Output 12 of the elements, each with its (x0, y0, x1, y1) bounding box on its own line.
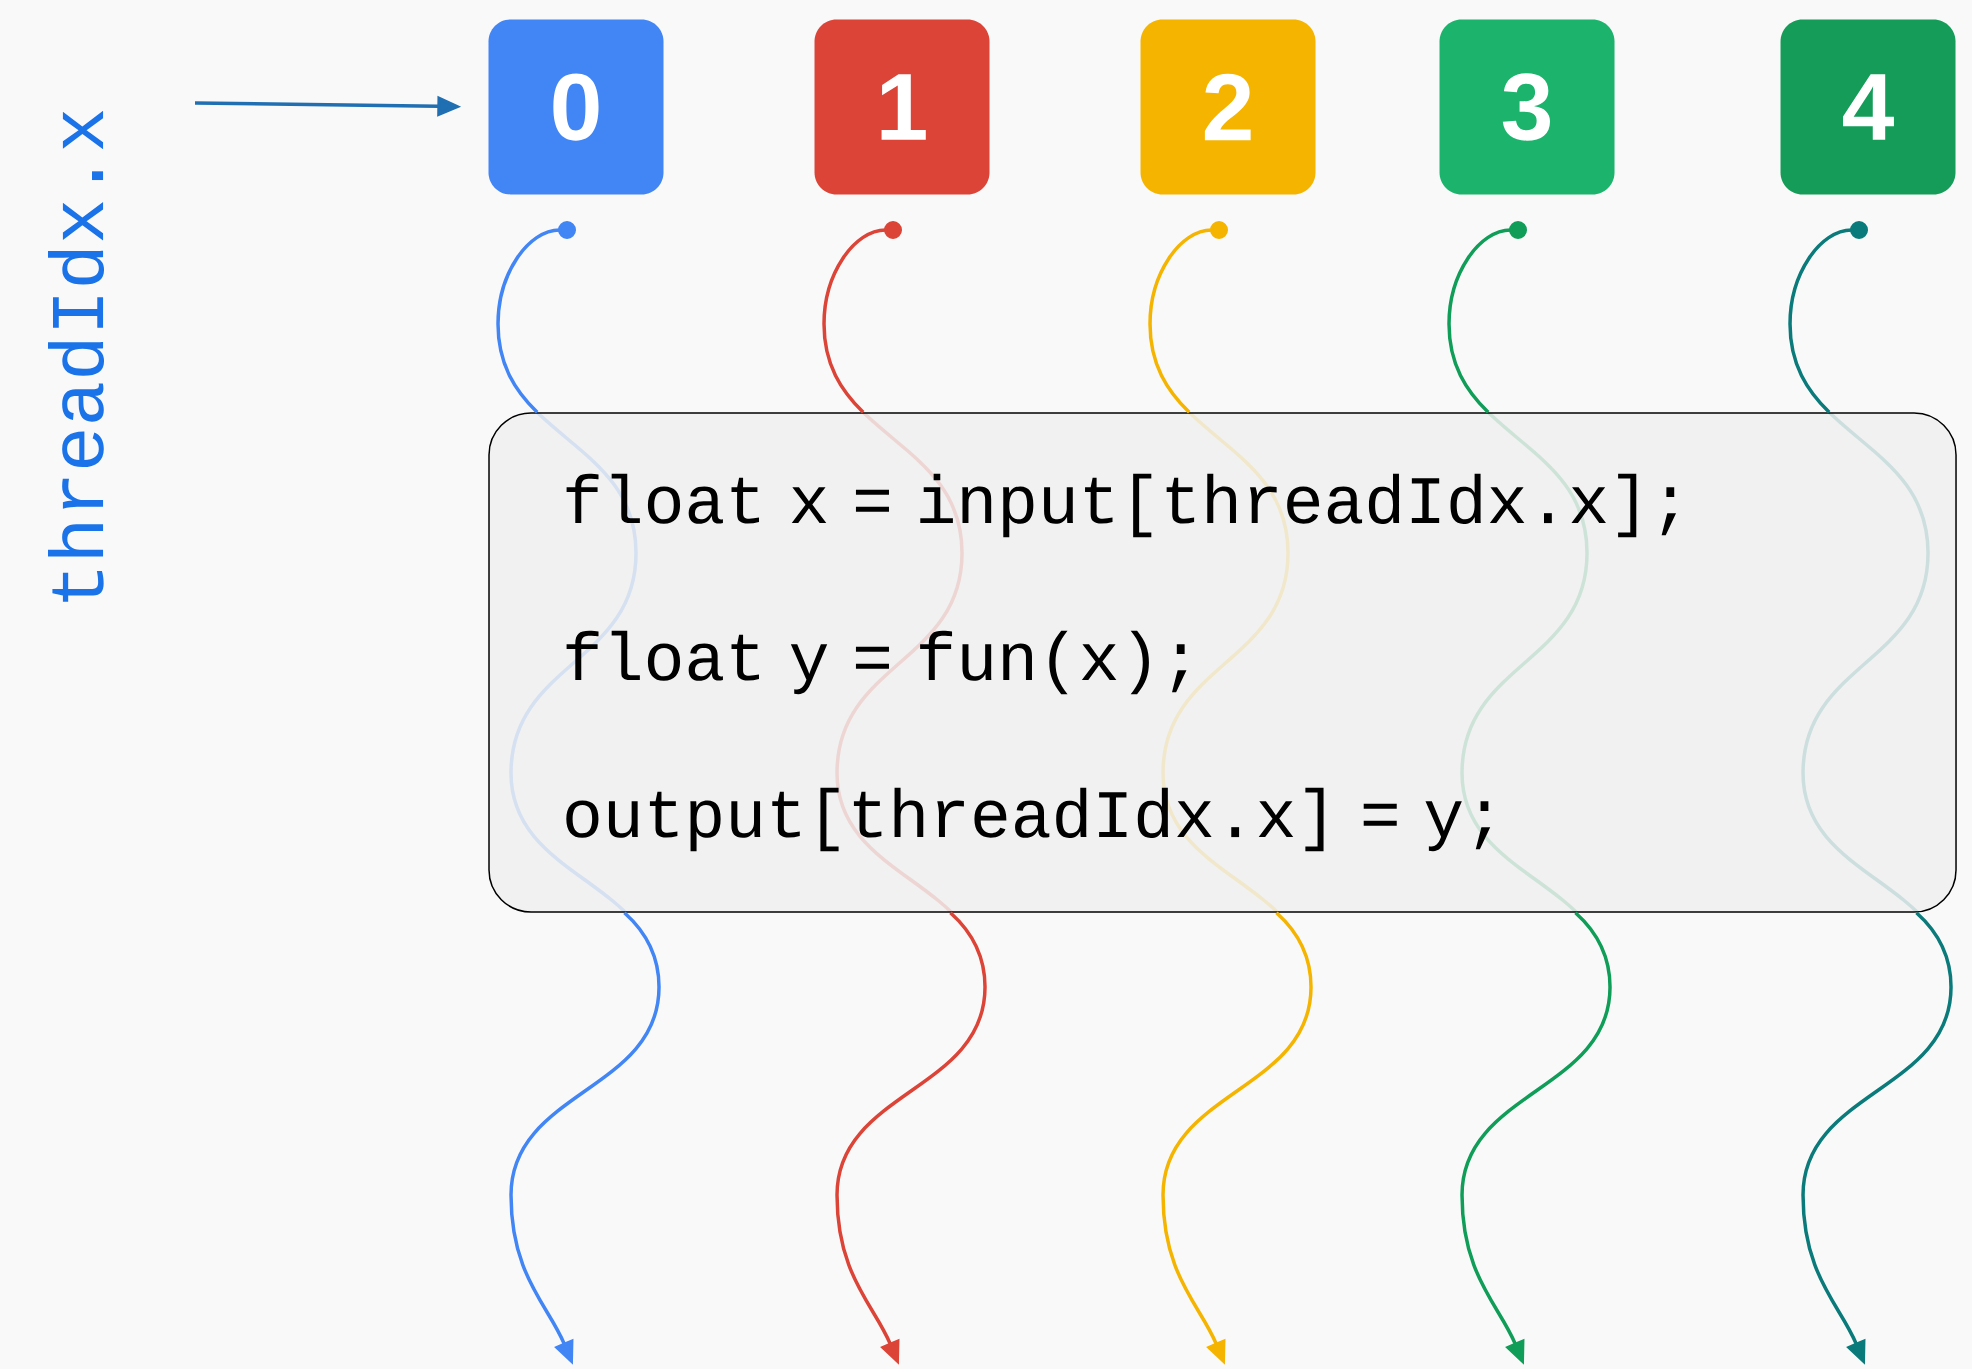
thread-line (1788, 221, 1868, 414)
index-box: 3 (1439, 19, 1615, 195)
thread-line (496, 221, 576, 414)
index-box: 1 (814, 19, 990, 195)
code-box: float x = input[threadIdx.x]; float y = fun(x); output[threadIdx.x] = y; (488, 412, 1957, 913)
thread-line (1148, 221, 1228, 414)
axis-label: threadIdx.x (48, 110, 105, 602)
index-box: 4 (1780, 19, 1956, 195)
thread-line (822, 221, 902, 414)
thread-line (1447, 221, 1527, 414)
index-box: 2 (1140, 19, 1316, 195)
index-box: 0 (488, 19, 664, 195)
